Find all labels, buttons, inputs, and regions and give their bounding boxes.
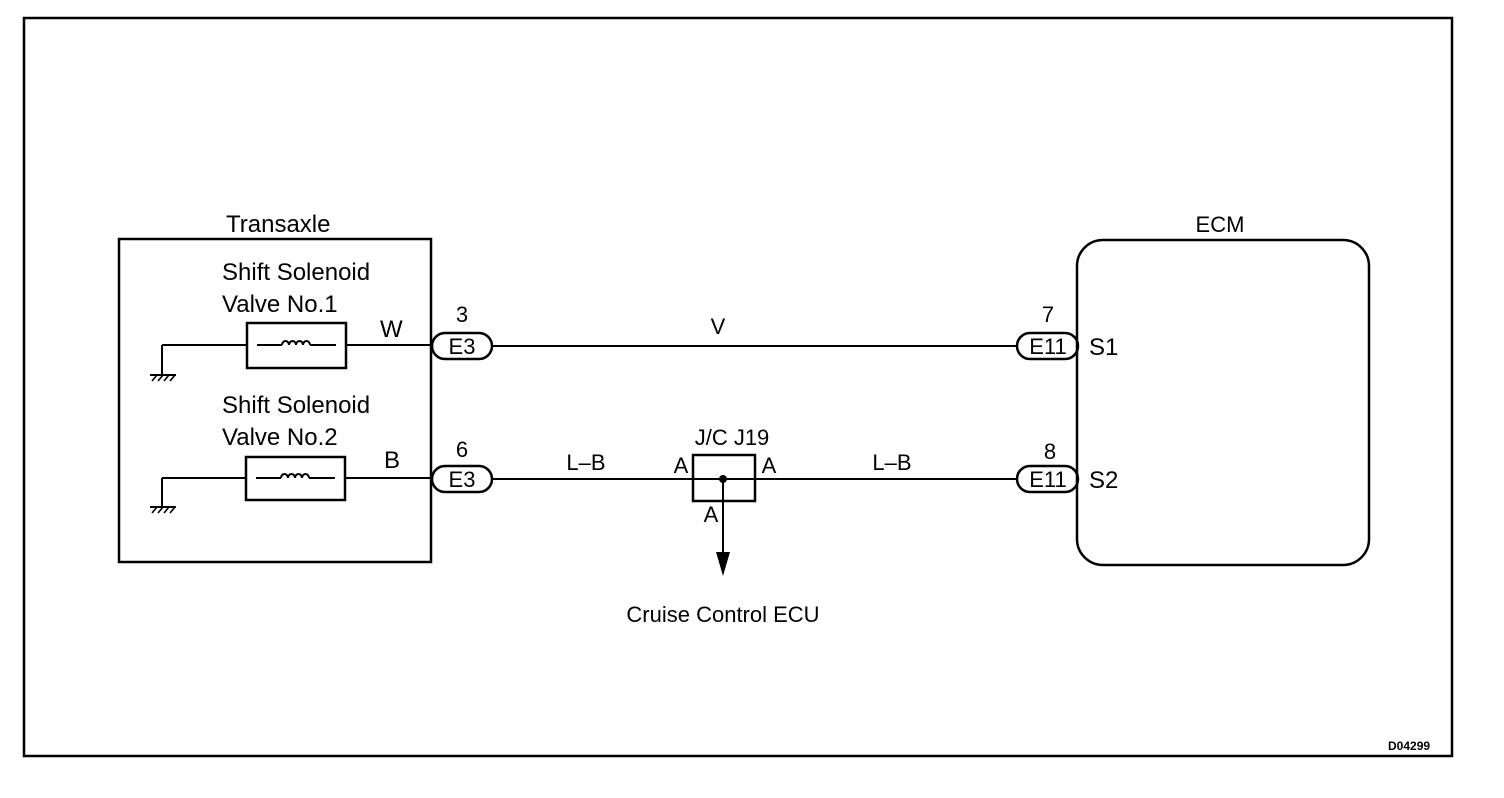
junction-right-label: A [762,453,777,478]
solenoid2-label-line1: Shift Solenoid [222,392,370,419]
connector-e3-bottom-pin: 6 [456,437,468,462]
transaxle-box [117,237,433,564]
diagram-code: D04299 [1388,739,1430,753]
ecm-title: ECM [1196,212,1245,237]
connector-e11-top-label: E11 [1029,334,1067,359]
connector-e11-bottom-label: E11 [1029,467,1067,492]
solenoid2-label-line2: Valve No.2 [222,424,338,451]
ecm-terminal-s1: S1 [1089,334,1118,361]
junction-title: J/C J19 [695,425,770,450]
connector-e3-bottom-label: E3 [449,467,476,492]
wire-v-color: V [711,314,726,339]
diagram-frame [22,16,1454,758]
coil-icon [257,340,336,346]
connector-e3-top-pin: 3 [456,302,468,327]
arrow-down-icon [716,552,730,576]
ground-icon [150,345,176,382]
solenoid1-label-line1: Shift Solenoid [222,259,370,286]
coil-icon [256,473,335,479]
connector-e11-bottom-pin: 8 [1044,439,1056,464]
wire-lb-left-color: L–B [566,450,605,475]
solenoid1-wire-color: W [380,316,403,343]
ecm-box [1075,238,1371,567]
junction-bottom-label: A [704,502,719,527]
solenoid1-label-line2: Valve No.1 [222,291,338,318]
junction-left-label: A [674,453,689,478]
transaxle-title: Transaxle [226,211,330,238]
wire-lb-right-color: L–B [872,450,911,475]
ground-icon [150,478,176,514]
ecm-terminal-s2: S2 [1089,467,1118,494]
cruise-control-label: Cruise Control ECU [626,602,819,627]
connector-e11-top-pin: 7 [1042,302,1054,327]
connector-e3-top-label: E3 [449,334,476,359]
solenoid2-wire-color: B [384,447,400,474]
